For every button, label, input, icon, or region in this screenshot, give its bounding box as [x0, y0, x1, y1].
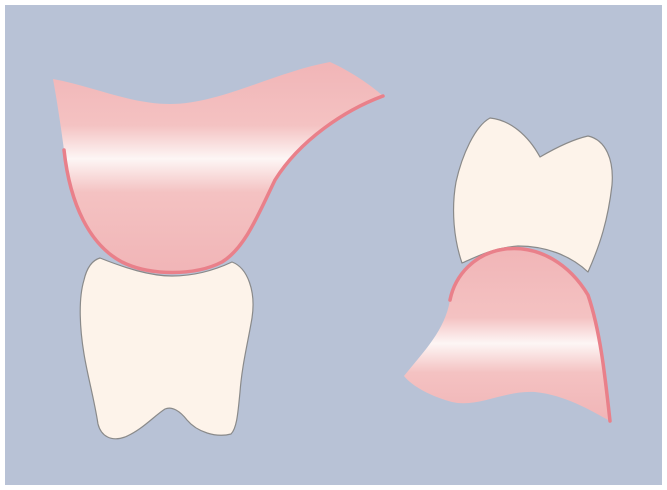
diagram-canvas	[0, 0, 667, 490]
tooth-diagram	[0, 0, 667, 490]
